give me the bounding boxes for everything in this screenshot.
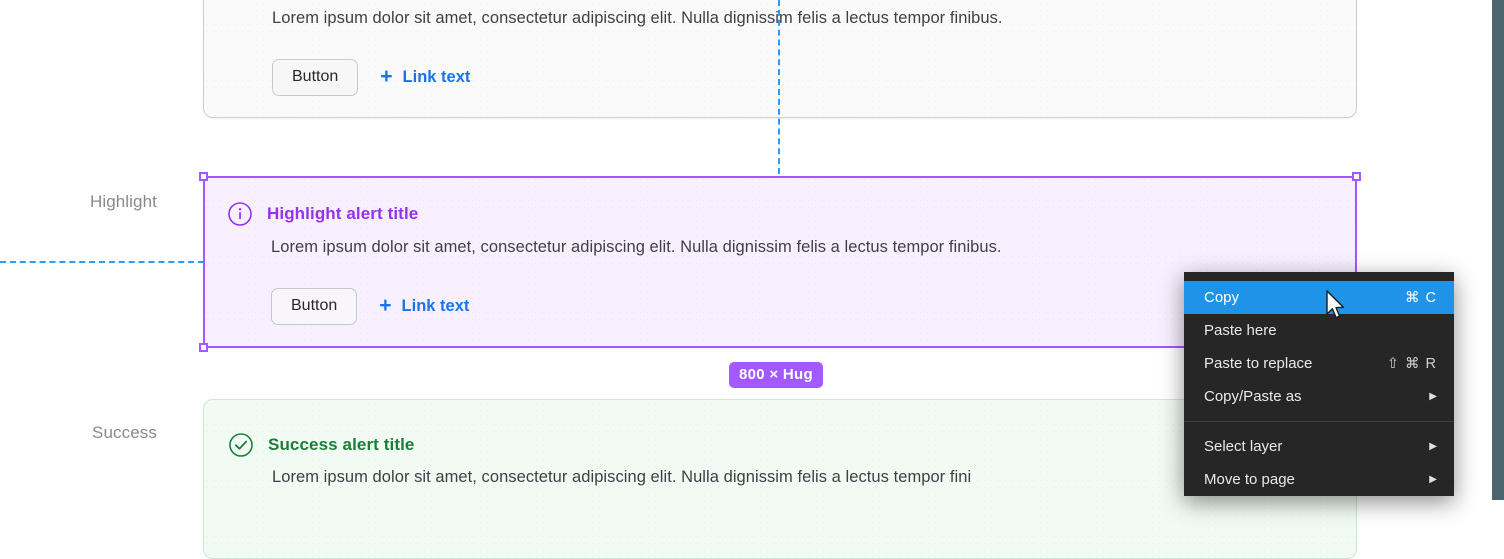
alert-link[interactable]: + Link text bbox=[379, 294, 470, 317]
plus-icon: + bbox=[379, 294, 392, 317]
menu-item-paste-here[interactable]: Paste here bbox=[1184, 314, 1454, 347]
check-circle-icon bbox=[228, 432, 254, 458]
canvas-right-edge bbox=[1492, 0, 1504, 500]
alignment-guide-vertical bbox=[778, 0, 780, 174]
menu-item-label: Move to page bbox=[1204, 471, 1295, 488]
alert-button[interactable]: Button bbox=[272, 59, 359, 96]
alert-card-neutral[interactable]: Lorem ipsum dolor sit amet, consectetur … bbox=[203, 0, 1357, 118]
menu-item-label: Paste to replace bbox=[1204, 355, 1313, 372]
alert-header: Success alert title bbox=[228, 432, 414, 458]
alert-header: Highlight alert title bbox=[227, 201, 418, 227]
menu-item-copy[interactable]: Copy ⌘ C bbox=[1184, 281, 1454, 314]
menu-item-label: Select layer bbox=[1204, 438, 1283, 455]
info-circle-icon bbox=[227, 201, 253, 227]
alert-body-text: Lorem ipsum dolor sit amet, consectetur … bbox=[271, 238, 1002, 256]
alert-body-text: Lorem ipsum dolor sit amet, consectetur … bbox=[272, 9, 1003, 27]
row-label-success: Success bbox=[92, 423, 157, 442]
menu-item-shortcut: ⌘ C bbox=[1405, 289, 1437, 306]
submenu-arrow-icon: ▶ bbox=[1429, 390, 1437, 402]
alert-actions: Button + Link text bbox=[272, 59, 470, 96]
row-label-highlight: Highlight bbox=[89, 192, 157, 211]
alert-actions: Button + Link text bbox=[271, 288, 469, 325]
size-badge: 800 × Hug bbox=[729, 362, 823, 388]
alert-link[interactable]: + Link text bbox=[380, 65, 471, 88]
menu-separator bbox=[1184, 421, 1454, 422]
alignment-guide-horizontal bbox=[0, 261, 204, 263]
menu-item-label: Copy/Paste as bbox=[1204, 388, 1302, 405]
menu-item-select-layer[interactable]: Select layer ▶ bbox=[1184, 430, 1454, 463]
submenu-arrow-icon: ▶ bbox=[1429, 440, 1437, 452]
alert-body-text: Lorem ipsum dolor sit amet, consectetur … bbox=[272, 468, 972, 486]
alert-button[interactable]: Button bbox=[271, 288, 358, 325]
alert-link-label: Link text bbox=[402, 68, 471, 86]
menu-item-copy-paste-as[interactable]: Copy/Paste as ▶ bbox=[1184, 380, 1454, 413]
context-menu[interactable]: Copy ⌘ C Paste here Paste to replace ⇧ ⌘… bbox=[1184, 272, 1454, 496]
alert-link-label: Link text bbox=[401, 297, 470, 315]
menu-item-move-to-page[interactable]: Move to page ▶ bbox=[1184, 463, 1454, 496]
menu-item-label: Copy bbox=[1204, 289, 1240, 306]
plus-icon: + bbox=[380, 65, 393, 88]
alert-title: Highlight alert title bbox=[267, 204, 419, 223]
submenu-arrow-icon: ▶ bbox=[1429, 473, 1437, 485]
menu-item-shortcut: ⇧ ⌘ R bbox=[1386, 355, 1437, 372]
menu-item-label: Paste here bbox=[1204, 322, 1277, 339]
menu-item-paste-to-replace[interactable]: Paste to replace ⇧ ⌘ R bbox=[1184, 347, 1454, 380]
alert-title: Success alert title bbox=[268, 435, 415, 454]
